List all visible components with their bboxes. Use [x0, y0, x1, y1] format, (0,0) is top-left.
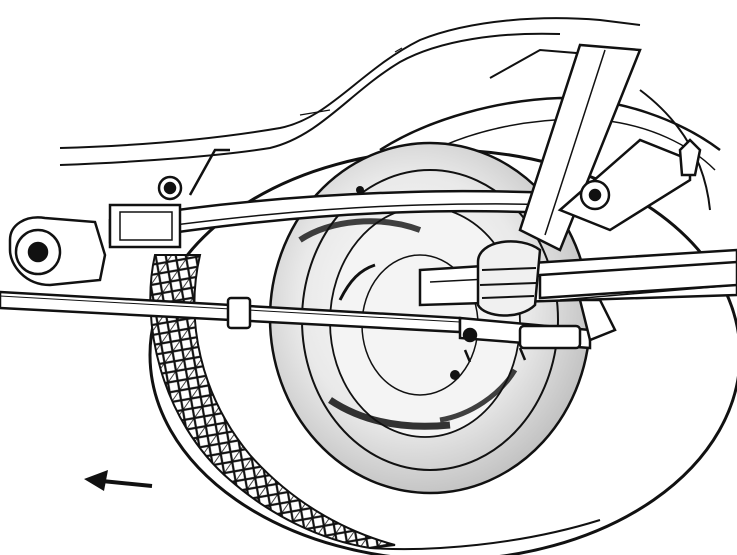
radius-rod: [0, 290, 592, 363]
arrow-left-icon: [84, 470, 153, 491]
spring-mount-bracket: [8, 216, 107, 287]
shock-absorber: [476, 43, 702, 317]
